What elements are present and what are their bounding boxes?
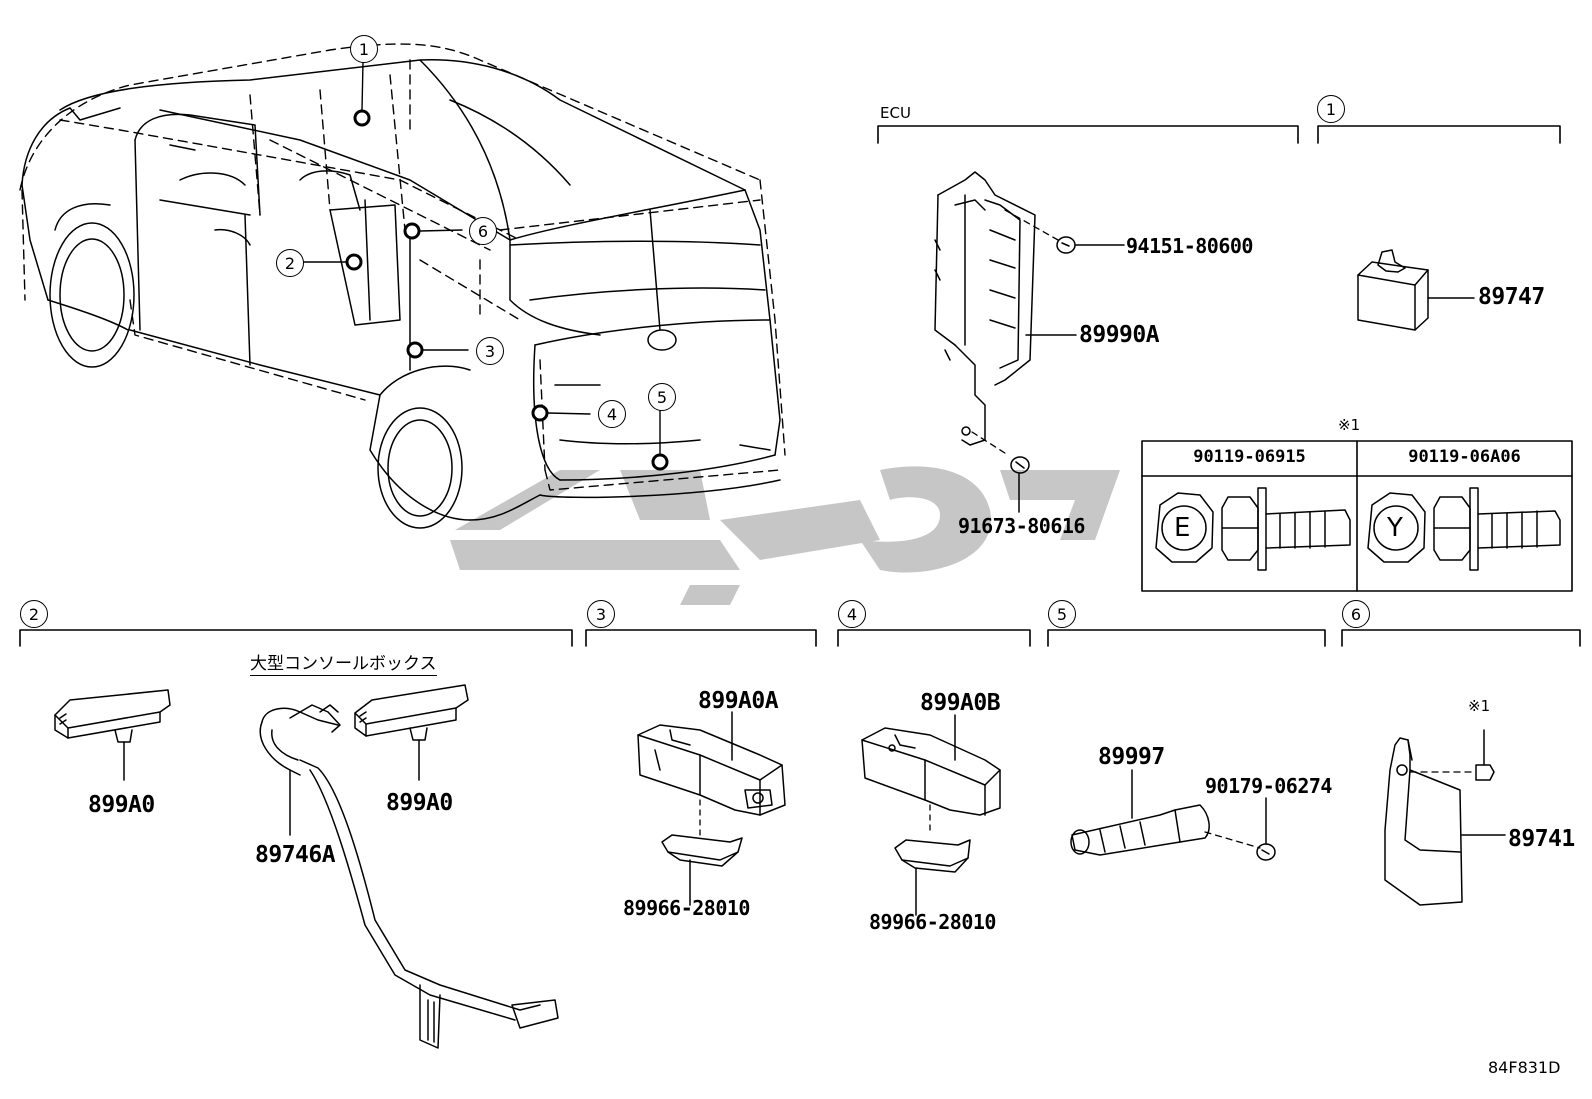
bolt-table-drawings [1155,487,1561,571]
callout-1-vehicle: 1 [350,35,378,63]
ecu-section-label: ECU [880,104,911,122]
label-89747: 89747 [1478,284,1545,310]
callout-4-vehicle: 4 [598,400,626,428]
bolt-table-header-2: 90119-06A06 [1408,447,1521,467]
label-899A0B: 899A0B [920,690,1001,716]
watermark-logo [450,466,1120,605]
callout-4-section: 4 [838,600,866,628]
callout-5-vehicle: 5 [648,383,676,411]
part-89966-b-drawing [894,839,971,916]
part-899A0A-drawing [637,711,786,816]
console-box-label: 大型コンソールボックス [250,649,437,676]
table-note: ※1 [1338,416,1361,434]
bolt-table-header-1: 90119-06915 [1193,447,1306,467]
callout-2-vehicle: 2 [276,249,304,277]
part-89741-bolt [1461,729,1506,836]
callout-1-section: 1 [1317,95,1345,123]
ecu-bracket-line [877,125,1561,144]
marker-leaders [299,61,661,455]
label-90179-06274: 90179-06274 [1205,774,1332,798]
label-91673-80616: 91673-80616 [958,514,1085,538]
vehicle-hidden-lines [19,43,786,491]
location-markers [345,109,669,471]
callout-6-section: 6 [1342,600,1370,628]
label-89746A: 89746A [255,842,336,868]
bolt-mark-y: Y [1387,513,1403,543]
label-89997: 89997 [1098,744,1165,770]
part-90179-drawing [1256,797,1276,861]
figure-code: 84F831D [1488,1058,1561,1077]
callout-2-section: 2 [20,600,48,628]
label-89741: 89741 [1508,826,1575,852]
part-89746A-drawing [259,704,559,1049]
label-89990A: 89990A [1079,322,1160,348]
callout-6-vehicle: 6 [469,217,497,245]
part-89997-dash [1204,831,1261,849]
part-89966-a-drawing [661,834,743,906]
part-89741-note: ※1 [1468,697,1491,715]
ecu-nut-94151 [1056,236,1125,254]
label-89966-28010-b: 89966-28010 [869,910,996,934]
callout-3-section: 3 [587,600,615,628]
bolt-mark-e: E [1174,513,1191,543]
part-89997-drawing [1070,769,1210,856]
callout-5-section: 5 [1048,600,1076,628]
part-89747-drawing [1357,249,1475,331]
callout-3-vehicle: 3 [476,337,504,365]
vehicle-outline [21,59,781,529]
part-899A0-left-drawing [54,689,171,781]
label-94151-80600: 94151-80600 [1126,234,1253,258]
label-899A0-right: 899A0 [386,790,453,816]
part-89741-drawing [1384,737,1463,906]
label-89966-28010-a: 89966-28010 [623,896,750,920]
ecu-bolt-91673 [1010,456,1030,513]
label-899A0-left: 899A0 [88,792,155,818]
bottom-bracket-lines [19,629,1581,647]
bolt-table [1141,440,1573,592]
part-899A0-right-drawing [354,684,469,781]
ecu-unit-drawing [934,171,1036,446]
ecu-dashes [971,209,1059,456]
label-899A0A: 899A0A [698,688,779,714]
part-899A0B-drawing [861,714,1001,816]
